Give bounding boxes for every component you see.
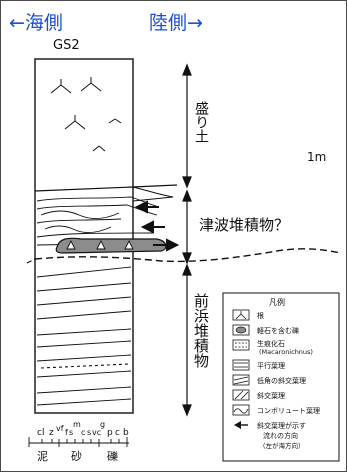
grain-tick-s2: s: [87, 428, 91, 437]
arrow-left-icon: [234, 421, 241, 429]
column-outline: [34, 58, 134, 414]
root-symbol: [108, 118, 122, 124]
legend-title: 凡例: [269, 297, 285, 307]
root-symbol: [92, 145, 106, 152]
svg-text:根: 根: [257, 311, 264, 320]
legend: 凡例 根 軽石を含む礫 生痕化石 (Macaronichnus) 平行葉理 低角…: [222, 292, 340, 462]
legend-item-convolute-lamination: コンボリュート葉理: [232, 404, 320, 416]
svg-text:(Macaronichnus): (Macaronichnus): [259, 348, 313, 356]
grain-tick-cl: cl: [37, 428, 44, 438]
arrow-left-icon: [134, 200, 148, 214]
grain-tick-z: z: [49, 428, 54, 438]
legend-item-root: 根: [232, 309, 264, 321]
grain-size-scale: cl z vf f s m c s vc g p c b 泥 砂 礫: [28, 420, 129, 463]
sea-side-label: ←海側: [9, 12, 63, 34]
outcrop-edge: [132, 186, 174, 202]
svg-text:軽石を含む礫: 軽石を含む礫: [257, 326, 299, 335]
arrow-right-icon: [166, 238, 180, 252]
trace-fossil-horizon: [40, 363, 130, 369]
grain-tick-m: m: [73, 420, 81, 429]
parallel-lamination-icon: [234, 362, 248, 368]
svg-text:流れの方向: 流れの方向: [263, 431, 298, 440]
land-side-label: 陸側→: [149, 12, 203, 34]
contact-line: [34, 184, 178, 192]
convolute-lamination-icon: [233, 408, 249, 414]
unit-brackets: [182, 63, 192, 417]
tsunami-deposit-label: 津波堆積物？: [199, 216, 289, 234]
grain-tick-vc: vc: [92, 428, 101, 437]
grain-group-mud: 泥: [37, 450, 48, 463]
svg-text:平行葉理: 平行葉理: [257, 361, 285, 370]
svg-text:（左が海方向）: （左が海方向）: [259, 441, 305, 450]
erosion-contact-left: [26, 258, 36, 264]
root-symbol: [80, 77, 102, 92]
grain-tick-s: s: [69, 428, 73, 437]
trace-fossil-icon: [235, 342, 247, 348]
legend-item-pumice-gravel: 軽石を含む礫: [232, 324, 299, 336]
grain-tick-c: c: [81, 428, 85, 437]
grain-tick-f: f: [65, 428, 68, 437]
scale-bar: 1m: [307, 150, 326, 164]
cross-lamination-icon: [234, 390, 249, 400]
grain-tick-vf: vf: [56, 424, 64, 433]
tsunami-laminations: [36, 196, 160, 246]
arrow-left-icon: [140, 220, 154, 234]
erosion-contact: [34, 248, 342, 263]
legend-item-low-angle-cross-lamination: 低角の斜交葉理: [232, 374, 306, 386]
legend-item-trace-fossil: 生痕化石 (Macaronichnus): [232, 339, 313, 356]
grain-group-sand: 砂: [71, 450, 82, 463]
section-id: GS2: [53, 38, 80, 53]
root-symbol: [64, 115, 86, 130]
foreshore-laminations: [36, 266, 132, 406]
svg-text:斜交葉理が示す: 斜交葉理が示す: [257, 421, 306, 430]
grain-group-gravel: 礫: [107, 449, 118, 463]
pumice-gravel-icon: [235, 326, 247, 334]
grain-tick-p: p: [107, 428, 113, 438]
legend-item-cross-lamination: 斜交葉理: [232, 389, 285, 401]
pumice-clasts: [66, 239, 134, 250]
svg-text:コンボリュート葉理: コンボリュート葉理: [257, 406, 320, 415]
fill-unit-label: 盛り土: [193, 101, 209, 143]
flow-arrows: [134, 200, 180, 252]
svg-text:低角の斜交葉理: 低角の斜交葉理: [257, 376, 306, 385]
root-symbol: [50, 79, 72, 94]
legend-item-parallel-lamination: 平行葉理: [232, 359, 285, 371]
grain-size-ticks: [28, 437, 128, 447]
grain-tick-b: b: [123, 428, 129, 438]
foreshore-deposit-label: 前浜堆積物: [192, 293, 210, 369]
svg-text:斜交葉理: 斜交葉理: [257, 391, 285, 400]
grain-tick-c2: c: [115, 428, 120, 438]
svg-text:生痕化石: 生痕化石: [257, 339, 285, 348]
low-angle-cross-lamination-icon: [233, 376, 249, 385]
root-icon: [235, 311, 247, 320]
grain-tick-g: g: [100, 420, 105, 429]
legend-item-flow-direction: 斜交葉理が示す 流れの方向 （左が海方向）: [234, 421, 306, 450]
fill-unit: [50, 77, 122, 152]
scale-label: 1m: [307, 150, 326, 164]
